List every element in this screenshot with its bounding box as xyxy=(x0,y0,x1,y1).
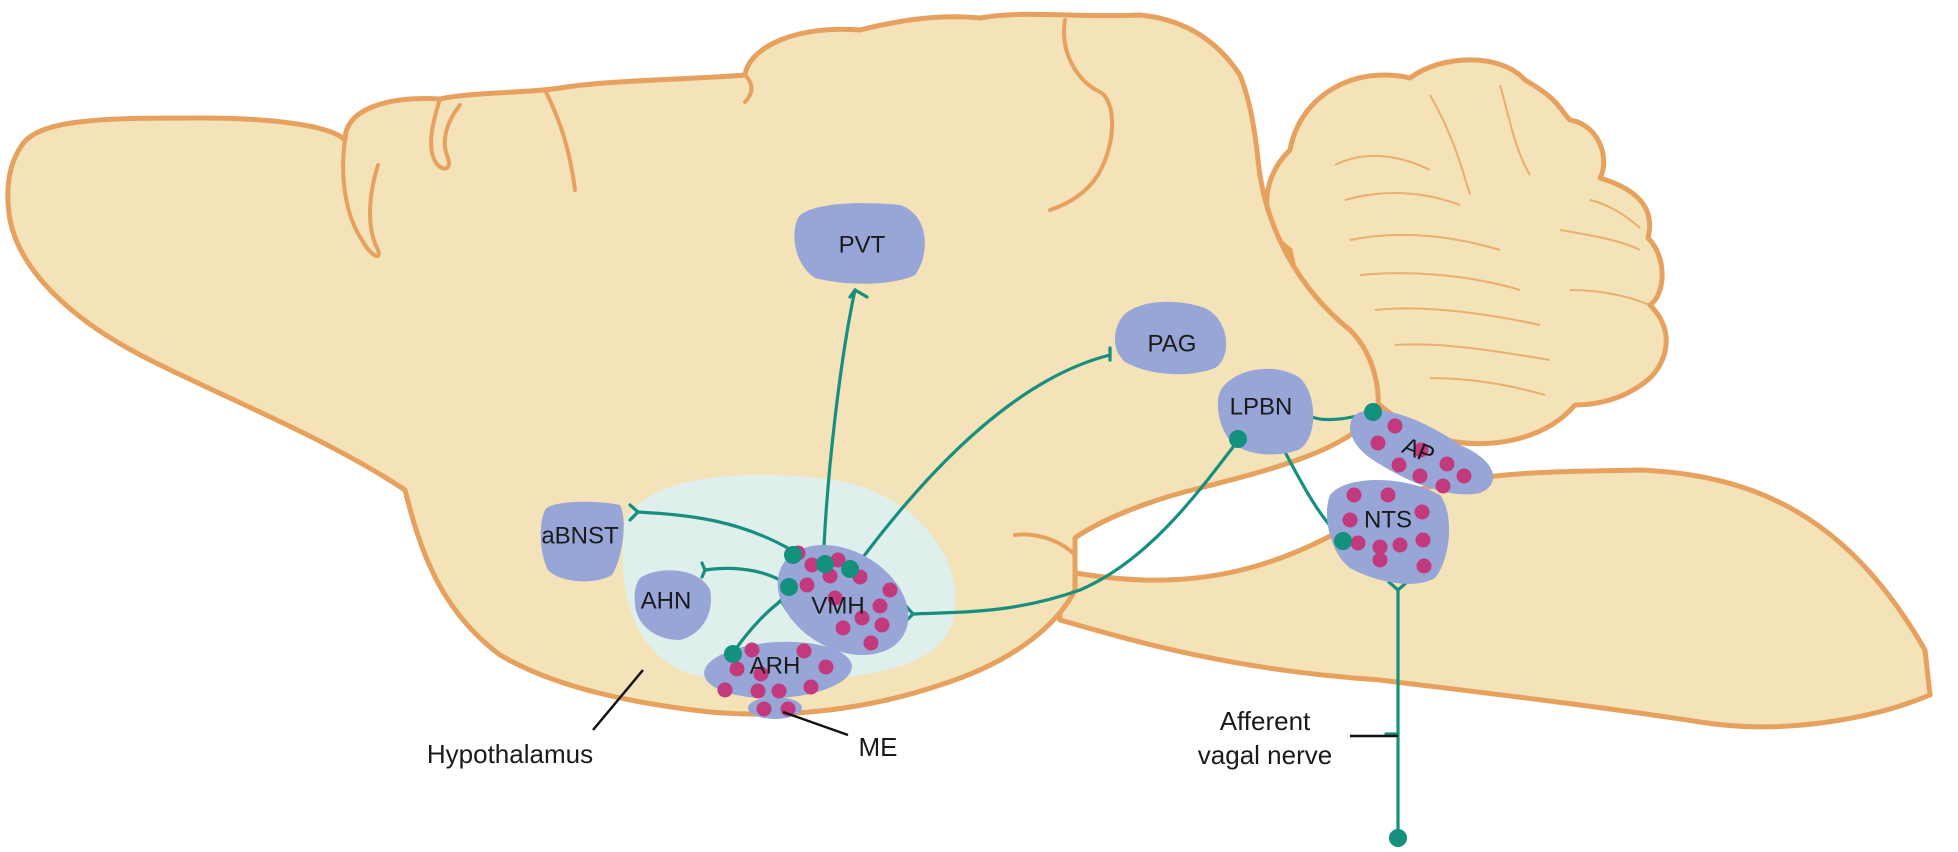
cerebrum xyxy=(5,11,1381,717)
label-vmh: VMH xyxy=(811,592,864,619)
ahn-nucleus xyxy=(634,570,711,640)
sulcus-temporal xyxy=(1013,532,1077,557)
terminal-dots xyxy=(724,403,1407,847)
label-vagal-line1: Afferent xyxy=(1220,706,1311,736)
sulcus-occipital xyxy=(1048,18,1115,212)
label-pvt: PVT xyxy=(839,231,886,258)
label-vagal-line2: vagal nerve xyxy=(1198,740,1332,770)
sulcus-frontal xyxy=(341,138,381,259)
label-nts: NTS xyxy=(1364,506,1412,533)
abnst-nucleus xyxy=(540,501,624,582)
sulcus-central xyxy=(543,88,577,192)
label-hypothalamus: Hypothalamus xyxy=(427,739,593,769)
pag-nucleus xyxy=(1114,301,1227,375)
brainstem xyxy=(1057,467,1933,730)
label-abnst: aBNST xyxy=(541,522,619,549)
sulcus-precentral xyxy=(429,97,462,171)
label-lpbn: LPBN xyxy=(1230,393,1293,420)
sulcus-parietal xyxy=(743,73,754,104)
label-arh: ARH xyxy=(750,652,801,679)
pvt-nucleus xyxy=(794,203,925,284)
leader-lines xyxy=(592,669,1398,738)
label-me: ME xyxy=(859,732,898,762)
label-pag: PAG xyxy=(1148,330,1197,357)
label-ahn: AHN xyxy=(641,587,692,614)
